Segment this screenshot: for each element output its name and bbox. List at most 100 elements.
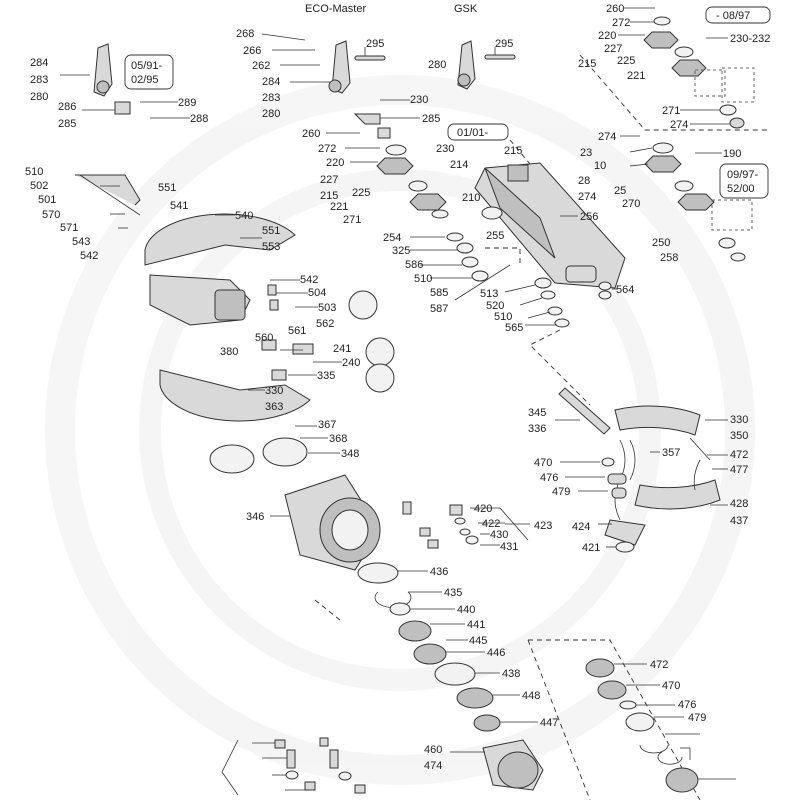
label-35: 215 <box>320 190 338 202</box>
label-96: 357 <box>662 447 680 459</box>
label-9: 266 <box>243 45 261 57</box>
label-39: 190 <box>723 148 741 160</box>
label-34: 225 <box>352 187 370 199</box>
label-26: 230-232 <box>730 33 770 45</box>
label-23: 225 <box>617 55 635 67</box>
label-47: 258 <box>660 252 678 264</box>
label-41: 10 <box>594 160 606 172</box>
label-40: 23 <box>580 147 592 159</box>
label-98: 477 <box>730 464 748 476</box>
label-4: 286 <box>58 101 76 113</box>
version-box-4-line1: 09/97- <box>727 169 759 181</box>
label-120: 460 <box>424 744 442 756</box>
label-93: 336 <box>528 423 546 435</box>
label-90: 348 <box>341 448 359 460</box>
label-91: 346 <box>246 511 264 523</box>
label-117: 438 <box>502 668 520 680</box>
label-37: 271 <box>343 214 361 226</box>
label-17: 280 <box>428 59 446 71</box>
label-15: 230 <box>410 94 428 106</box>
label-103: 437 <box>730 515 748 527</box>
label-31: 272 <box>318 143 336 155</box>
label-114: 441 <box>467 619 485 631</box>
label-78: 503 <box>318 302 336 314</box>
label-36: 221 <box>330 201 348 213</box>
leader-lines <box>60 7 736 796</box>
label-21: 220 <box>598 30 616 42</box>
label-68: 571 <box>60 222 78 234</box>
label-48: 215 <box>504 145 522 157</box>
version-box-3: - 08/97 <box>705 6 771 24</box>
label-33: 227 <box>320 174 338 186</box>
label-61: 510 <box>494 311 512 323</box>
label-59: 513 <box>480 288 498 300</box>
label-119: 447 <box>540 717 558 729</box>
version-box-2: 01/01- <box>447 123 509 141</box>
label-108: 423 <box>534 520 552 532</box>
label-58: 587 <box>430 303 448 315</box>
label-81: 560 <box>255 332 273 344</box>
header-eco-master: ECO-Master <box>305 3 366 15</box>
label-6: 289 <box>178 97 196 109</box>
label-83: 241 <box>333 343 351 355</box>
label-25: 221 <box>627 70 645 82</box>
label-85: 335 <box>317 370 335 382</box>
label-13: 280 <box>262 108 280 120</box>
version-box-1: 05/91- 02/95 <box>124 54 174 90</box>
label-88: 367 <box>318 419 336 431</box>
label-55: 586 <box>405 259 423 271</box>
label-56: 510 <box>414 273 432 285</box>
label-107: 422 <box>482 518 500 530</box>
label-79: 562 <box>316 318 334 330</box>
label-45: 270 <box>622 198 640 210</box>
label-32: 220 <box>326 157 344 169</box>
label-123: 470 <box>662 680 680 692</box>
label-60: 520 <box>486 300 504 312</box>
label-109: 430 <box>490 529 508 541</box>
label-53: 254 <box>383 232 401 244</box>
label-92: 345 <box>528 407 546 419</box>
label-124: 476 <box>678 699 696 711</box>
label-7: 288 <box>190 113 208 125</box>
label-11: 284 <box>262 76 280 88</box>
version-box-1-line1: 05/91- <box>131 60 163 72</box>
label-66: 501 <box>38 194 56 206</box>
label-71: 551 <box>158 182 176 194</box>
label-118: 448 <box>522 690 540 702</box>
label-104: 424 <box>572 521 590 533</box>
label-18: 295 <box>495 38 513 50</box>
version-box-2-text: 01/01- <box>457 127 489 139</box>
version-box-4: 09/97- 52/00 <box>719 163 769 199</box>
label-62: 565 <box>505 322 523 334</box>
label-24: 215 <box>578 58 596 70</box>
label-113: 440 <box>457 604 475 616</box>
label-82: 380 <box>220 346 238 358</box>
label-3: 280 <box>30 91 48 103</box>
label-76: 542 <box>300 274 318 286</box>
label-28: 274 <box>670 119 688 131</box>
label-84: 240 <box>342 357 360 369</box>
label-67: 570 <box>42 209 60 221</box>
label-16: 285 <box>422 113 440 125</box>
label-54: 325 <box>392 245 410 257</box>
label-110: 431 <box>500 541 518 553</box>
label-99: 470 <box>534 457 552 469</box>
label-75: 553 <box>262 241 280 253</box>
label-73: 540 <box>235 210 253 222</box>
label-86: 330 <box>265 385 283 397</box>
label-57: 585 <box>430 287 448 299</box>
label-10: 262 <box>252 60 270 72</box>
label-2: 283 <box>30 74 48 86</box>
label-87: 363 <box>265 401 283 413</box>
label-1: 284 <box>30 57 48 69</box>
label-64: 510 <box>25 166 43 178</box>
label-5: 285 <box>58 118 76 130</box>
label-27: 271 <box>662 105 680 117</box>
label-112: 435 <box>444 587 462 599</box>
label-100: 476 <box>540 472 558 484</box>
watermark-logo <box>45 75 755 785</box>
label-105: 421 <box>582 542 600 554</box>
label-106: 420 <box>474 503 492 515</box>
label-44: 274 <box>578 191 596 203</box>
label-70: 542 <box>80 250 98 262</box>
